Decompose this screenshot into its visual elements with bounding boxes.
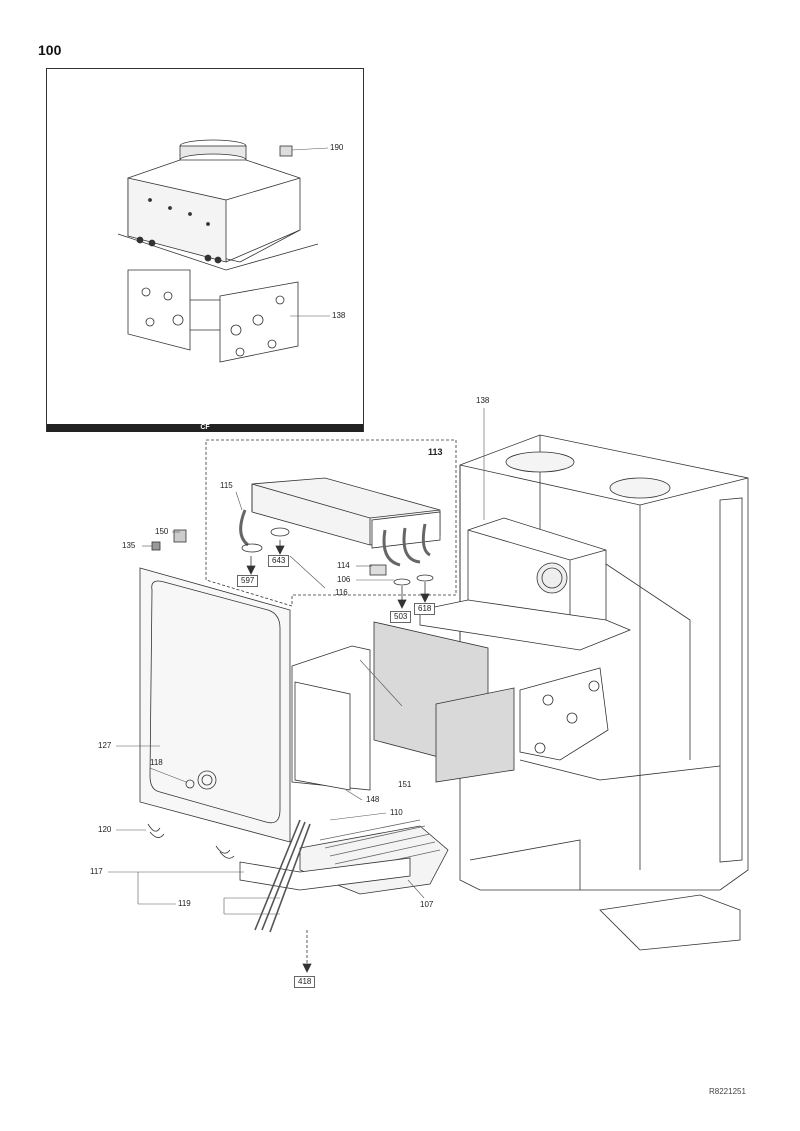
part-label: 138	[332, 311, 346, 320]
burner	[147, 819, 449, 933]
part-label: 115	[220, 481, 233, 490]
part-label: 135	[122, 541, 136, 550]
part-label: 107	[420, 900, 434, 909]
part-label: 118	[150, 758, 163, 767]
boxed-part-label: 503	[390, 611, 412, 623]
front-panel	[139, 567, 291, 843]
part-label: 106	[337, 575, 351, 584]
heat-exchanger	[151, 477, 441, 586]
leader-lines	[108, 147, 485, 915]
subgroup-label: 113	[428, 447, 443, 457]
document-reference: R8221251	[709, 1087, 746, 1096]
part-label: 119	[178, 899, 191, 908]
part-label: 190	[330, 143, 344, 152]
part-label: 117	[90, 867, 103, 876]
arrows	[246, 540, 430, 973]
inset-band-label: CF	[47, 424, 363, 432]
page-number: 100	[38, 42, 62, 58]
part-label: 116	[335, 588, 348, 597]
part-label: 114	[337, 561, 350, 570]
boxed-part-label: 597	[237, 575, 259, 587]
boxed-part-label: 643	[268, 555, 290, 567]
part-label: 138	[476, 396, 490, 405]
part-label: 110	[390, 808, 403, 817]
boxed-part-label: 418	[294, 976, 316, 988]
subgroup-box	[205, 439, 457, 607]
part-label: 151	[398, 780, 412, 789]
part-label: 150	[155, 527, 169, 536]
inset-assembly	[117, 139, 319, 363]
part-label: 148	[366, 795, 380, 804]
part-label: 120	[98, 825, 112, 834]
inset-frame	[46, 68, 364, 432]
boxed-part-label: 618	[414, 603, 436, 615]
insulation-panels	[291, 621, 721, 791]
part-label: 127	[98, 741, 112, 750]
combustion-box	[419, 517, 632, 651]
